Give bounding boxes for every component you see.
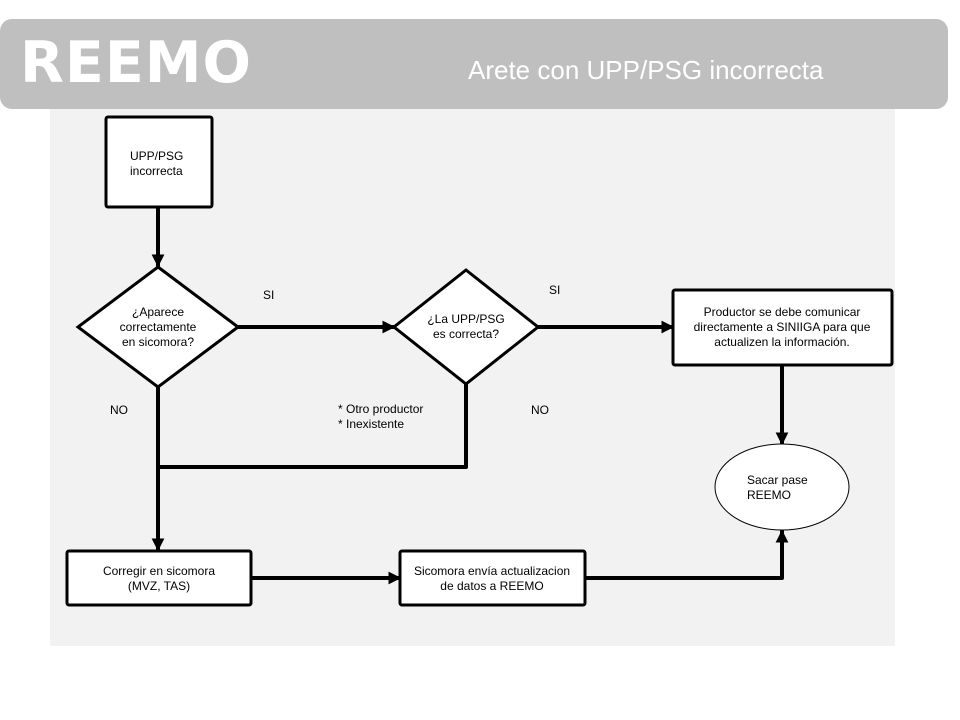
- end-line-1: Sacar pase: [747, 473, 808, 487]
- start-box-line-2: incorrecta: [130, 164, 183, 178]
- label-si-1: SI: [263, 288, 274, 302]
- arrow-decision2-no: [156, 382, 468, 469]
- label-no-2: NO: [531, 403, 549, 417]
- start-box: [104, 115, 214, 209]
- label-no-1: NO: [110, 403, 128, 417]
- decision-upp-correcta: [391, 268, 541, 386]
- corregir-line-1: Corregir en sicomora: [103, 564, 215, 578]
- label-si-2: SI: [549, 283, 560, 297]
- brand-title: REEMO: [20, 30, 252, 96]
- sicomora-line-1: Sicomora envía actualizacion: [414, 564, 570, 578]
- productor-line-2: directamente a SINIIGA para que: [694, 320, 871, 334]
- note-line-2: * Inexistente: [338, 417, 404, 431]
- arrow-sicomora-to-end: [583, 529, 789, 580]
- productor-line-1: Productor se debe comunicar: [704, 305, 861, 319]
- note-line-1: * Otro productor: [338, 402, 423, 416]
- decision1-line-3: en sicomora?: [122, 335, 194, 349]
- corregir-line-2: (MVZ, TAS): [128, 579, 190, 593]
- productor-box: [671, 288, 894, 367]
- corregir-box: [65, 549, 253, 607]
- end-ellipse: [714, 443, 850, 531]
- start-box-line-1: UPP/PSG: [130, 149, 183, 163]
- decision2-line-1: ¿La UPP/PSG: [427, 312, 504, 326]
- page-subtitle: Arete con UPP/PSG incorrecta: [468, 55, 824, 85]
- sicomora-line-2: de datos a REEMO: [440, 579, 543, 593]
- decision-aparece: [75, 265, 241, 389]
- header-banner: REEMO Arete con UPP/PSG incorrecta: [0, 19, 948, 109]
- sicomora-box: [398, 549, 587, 607]
- end-line-2: REEMO: [747, 488, 791, 502]
- decision2-line-2: es correcta?: [433, 327, 499, 341]
- decision1-line-1: ¿Aparece: [132, 305, 184, 319]
- productor-line-3: actualizen la información.: [714, 335, 849, 349]
- decision1-line-2: correctamente: [120, 320, 197, 334]
